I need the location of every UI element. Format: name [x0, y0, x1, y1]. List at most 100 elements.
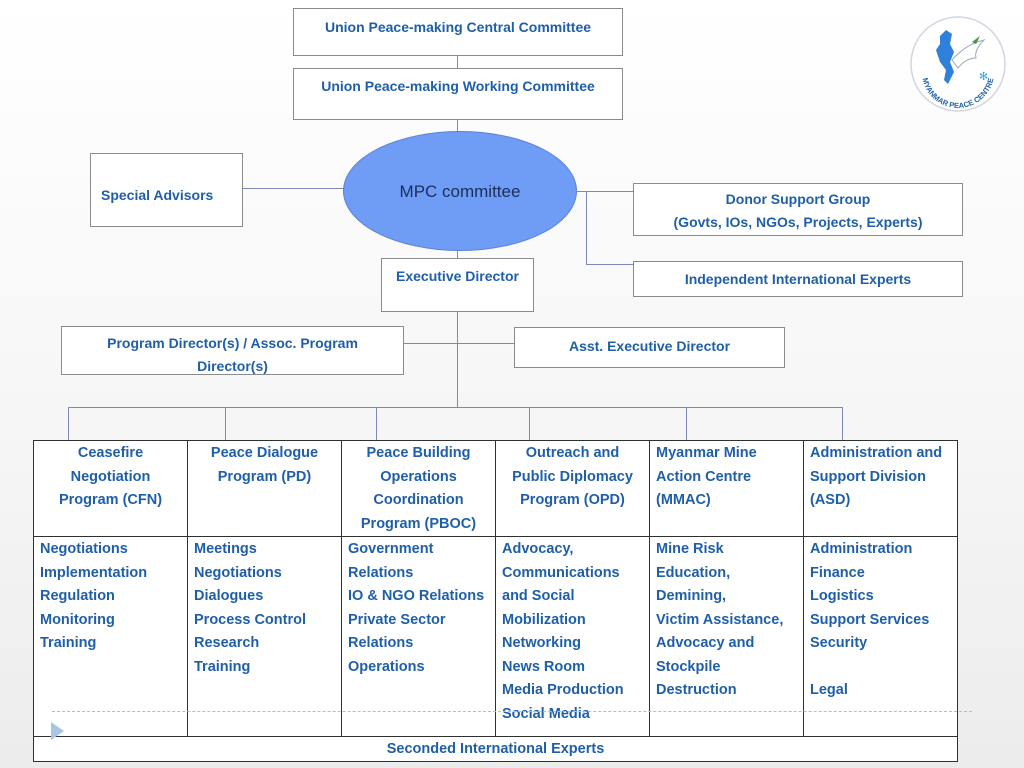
program-heading-mmac: Myanmar Mine Action Centre (MMAC) — [649, 440, 804, 537]
list-item: Mine Risk — [656, 541, 724, 557]
myanmar-peace-centre-logo: ✻ MYANMAR PEACE CENTRE — [910, 16, 1006, 112]
connector-line — [457, 250, 458, 258]
central-committee-label: Union Peace-making Central Committee — [324, 19, 592, 35]
list-item: Meetings — [194, 541, 257, 557]
special-advisors-label: Special Advisors — [101, 187, 214, 203]
program-heading-asd: Administration and Support Division (ASD… — [803, 440, 958, 537]
program-heading-cfn: Ceasefire Negotiation Program (CFN) — [33, 440, 188, 537]
mpc-committee-label: MPC committee — [399, 182, 521, 201]
list-item: Social Media — [502, 705, 590, 722]
list-item: Process Control — [194, 611, 306, 628]
snowflake-icon: ✻ — [979, 70, 988, 83]
list-item: Logistics — [810, 588, 874, 604]
connector-line — [576, 191, 634, 192]
list-item: Operations — [348, 658, 425, 675]
connector-line — [586, 191, 587, 264]
list-item: Support Services — [810, 611, 930, 628]
list-item: Destruction — [656, 682, 737, 698]
list-item: Relations — [348, 635, 414, 651]
connector-line — [457, 120, 458, 132]
program-items-pd: Meetings Negotiations Dialogues Process … — [187, 536, 342, 737]
heading-line: Peace Building — [366, 445, 471, 461]
list-item: IO & NGO Relations — [348, 588, 485, 604]
independent-experts-label: Independent International Experts — [684, 271, 912, 287]
donor-support-box: Donor Support Group (Govts, IOs, NGOs, P… — [633, 183, 963, 236]
heading-line: Outreach and — [525, 445, 620, 461]
program-director-sublabel: Director(s) — [197, 358, 268, 374]
program-items-mmac: Mine Risk Education, Demining, Victim As… — [649, 536, 804, 737]
play-arrow-icon[interactable] — [51, 722, 64, 740]
connector-bus-line — [68, 407, 843, 408]
connector-drop-line — [842, 407, 843, 455]
heading-line: Action Centre — [656, 468, 752, 485]
list-item: Education, — [656, 564, 731, 581]
asst-executive-director-label: Asst. Executive Director — [568, 338, 731, 354]
heading-line: Ceasefire — [77, 445, 144, 461]
dove-icon — [951, 39, 986, 69]
list-item: Private Sector — [348, 611, 446, 628]
executive-director-label: Executive Director — [396, 268, 519, 284]
program-heading-opd: Outreach and Public Diplomacy Program (O… — [495, 440, 650, 537]
list-item: Government — [348, 541, 434, 557]
list-item: Networking — [502, 635, 581, 651]
list-item: Monitoring — [40, 611, 115, 628]
heading-line: Administration and — [810, 445, 943, 461]
slide-divider-line — [52, 711, 972, 712]
executive-director-box: Executive Director — [381, 258, 534, 312]
list-item: Regulation — [40, 588, 115, 604]
list-item: and Social — [502, 588, 575, 604]
program-items-cfn: Negotiations Implementation Regulation M… — [33, 536, 188, 737]
working-committee-label: Union Peace-making Working Committee — [321, 78, 595, 94]
asst-executive-director-box: Asst. Executive Director — [514, 327, 785, 368]
list-item: Stockpile — [656, 658, 721, 675]
list-item: Negotiations — [40, 541, 128, 557]
list-item: Advocacy, — [502, 541, 574, 557]
list-item: Finance — [810, 564, 865, 581]
heading-line: Peace Dialogue — [210, 445, 319, 461]
donor-support-label: Donor Support Group — [725, 191, 871, 207]
list-item: Security — [810, 635, 868, 651]
connector-line — [404, 343, 514, 344]
heading-line: Negotiation — [70, 468, 151, 485]
connector-line — [457, 312, 458, 408]
connector-drop-line — [686, 407, 687, 455]
seconded-experts-cell: Seconded International Experts — [33, 736, 958, 762]
independent-experts-box: Independent International Experts — [633, 261, 963, 297]
footer-row: Seconded International Experts — [33, 736, 958, 762]
heading-line: Support Division — [810, 468, 926, 485]
map-shape-icon — [936, 30, 954, 84]
program-heading-row: Ceasefire Negotiation Program (CFN) Peac… — [33, 440, 958, 537]
working-committee-box: Union Peace-making Working Committee — [293, 68, 623, 120]
connector-drop-line — [225, 407, 226, 455]
olive-branch-icon — [972, 36, 980, 44]
heading-line: Coordination — [373, 492, 464, 508]
connector-drop-line — [529, 407, 530, 455]
list-item: Implementation — [40, 564, 148, 581]
list-item: Demining, — [656, 588, 727, 604]
heading-line: Myanmar Mine — [656, 445, 757, 461]
program-heading-pd: Peace Dialogue Program (PD) — [187, 440, 342, 537]
list-item: Relations — [348, 564, 414, 581]
special-advisors-box: Special Advisors — [90, 153, 243, 227]
list-item: Advocacy and — [656, 635, 755, 651]
connector-drop-line — [68, 407, 69, 455]
list-item: Research — [194, 635, 260, 651]
connector-line — [586, 264, 634, 265]
list-item: Mobilization — [502, 611, 586, 628]
program-director-label: Program Director(s) / Assoc. Program — [107, 335, 358, 351]
list-item: Dialogues — [194, 588, 264, 604]
program-heading-pboc: Peace Building Operations Coordination P… — [341, 440, 496, 537]
list-item: News Room — [502, 658, 585, 675]
program-items-opd: Advocacy, Communications and Social Mobi… — [495, 536, 650, 737]
mpc-committee-ellipse: MPC committee — [343, 131, 577, 251]
list-item: Media Production — [502, 682, 624, 698]
program-director-box: Program Director(s) / Assoc. Program Dir… — [61, 326, 404, 375]
list-item: Administration — [810, 541, 913, 557]
program-items-pboc: Government Relations IO & NGO Relations … — [341, 536, 496, 737]
heading-line: Program (PBOC) — [360, 515, 477, 532]
program-table: Ceasefire Negotiation Program (CFN) Peac… — [33, 440, 958, 762]
heading-line: Program (PD) — [217, 468, 312, 485]
heading-line: Program (CFN) — [58, 492, 163, 508]
list-item: Negotiations — [194, 564, 282, 581]
list-item: Training — [40, 635, 97, 651]
